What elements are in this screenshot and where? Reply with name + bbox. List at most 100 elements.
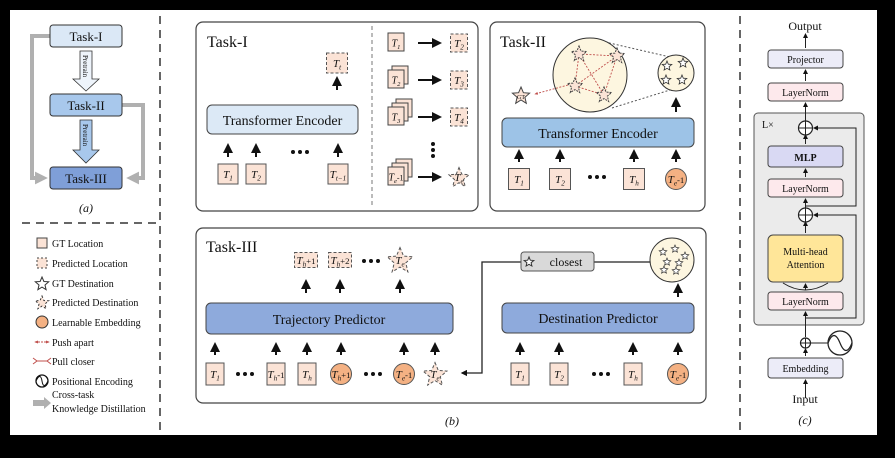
destination-input-token-shape — [510, 362, 530, 386]
task2-input-token-shape — [549, 168, 571, 190]
destination-input-token-shape — [667, 363, 689, 385]
task1-vertical-ellipsis — [431, 148, 435, 152]
token-base: T — [392, 113, 399, 124]
task2-box — [49, 93, 123, 117]
trajectory-input-token-label: Te — [430, 369, 440, 383]
token-suffix: -1 — [397, 174, 404, 183]
attention-box — [767, 234, 844, 283]
token-base: T — [396, 369, 403, 381]
projector-box — [767, 49, 844, 69]
pretrain-label-2: Pretrain — [81, 124, 89, 147]
task1-ellipsis — [298, 150, 302, 154]
task2-ellipsis — [602, 175, 606, 179]
trajectory-input-token-shape — [266, 362, 286, 386]
legend-label: Pull closer — [52, 357, 95, 368]
token-suffix: +2 — [340, 256, 349, 266]
task1-vertical-ellipsis — [431, 154, 435, 158]
legend-label: Predicted Destination — [52, 298, 138, 309]
destination-ellipsis — [606, 372, 610, 376]
trajectory-input-token-label: Te-1 — [396, 369, 413, 383]
token-subscript: e — [460, 178, 464, 186]
task1-ellipsis — [305, 150, 309, 154]
token-base: T — [454, 172, 461, 184]
destination-ellipsis — [592, 372, 596, 376]
trajectory-input-token-label: Th — [302, 369, 312, 383]
task3-output-ellipsis — [362, 259, 366, 263]
distill-arrow-2-3 — [122, 103, 145, 185]
token-subscript: 2 — [397, 81, 401, 88]
cluster-star — [676, 73, 688, 85]
legend-label: GT Destination — [52, 279, 114, 290]
token-base: T — [430, 369, 437, 381]
closest-star-icon — [522, 255, 536, 268]
token-base: T — [388, 173, 395, 184]
task2-input-token-label: Th — [629, 174, 639, 188]
token-base: T — [668, 174, 675, 186]
panel-c: Output Projector LayerNorm L× MLP LayerN… — [753, 19, 865, 427]
pretrain-label-1: Pretrain — [81, 55, 89, 78]
token-subscript: 1 — [397, 44, 400, 51]
token-subscript: h — [274, 375, 278, 383]
task2-ellipsis — [588, 175, 592, 179]
closest-label: closest — [550, 255, 583, 269]
pull-closer-icon — [32, 357, 52, 365]
token-subscript: t−1 — [336, 175, 346, 183]
pull-closer-arrow — [534, 84, 569, 95]
task1-input-token-shape — [327, 163, 349, 185]
input-label: Input — [792, 392, 818, 406]
layernorm-top-label: LayerNorm — [782, 88, 829, 99]
projector-label: Projector — [787, 55, 824, 66]
legend-label: Cross-task — [52, 390, 94, 401]
token-subscript: e — [676, 375, 680, 383]
layernorm-mid-label: LayerNorm — [782, 184, 829, 195]
destination-predictor — [501, 302, 695, 334]
token-base: T — [267, 369, 274, 381]
task3-output-token-label: Th+1 — [296, 255, 315, 269]
task1-box — [49, 24, 123, 48]
task1-encoder — [206, 104, 359, 135]
token-subscript: h — [337, 261, 341, 269]
trajectory-input-token-shape — [205, 362, 225, 386]
trajectory-input-token-label: Th+1 — [331, 369, 350, 383]
sine-wave-icon — [35, 376, 49, 386]
cluster-star — [677, 56, 689, 68]
predicted-destination-star-icon — [34, 294, 50, 310]
gt-destination-star — [511, 85, 531, 105]
destination-embedding-star — [570, 44, 588, 62]
task3-output-token-label: Th+2 — [330, 255, 349, 269]
token-base: T — [395, 255, 402, 267]
token-base: T — [454, 75, 461, 87]
closest-selection-line — [462, 261, 650, 373]
sine-wave-icon — [827, 334, 853, 352]
predicted-destination-star — [658, 247, 668, 256]
gt-location-icon — [36, 237, 48, 249]
predicted-destination-star — [671, 266, 681, 275]
task1-input-token-label: Tt−1 — [330, 169, 347, 183]
trajectory-ellipsis-1 — [236, 372, 240, 376]
trajectory-input-token-shape — [330, 363, 352, 385]
token-base: T — [555, 174, 562, 186]
zoom-line-top — [604, 41, 671, 58]
cluster-star — [660, 73, 672, 85]
token-subscript: h — [635, 180, 639, 188]
task2-input-token-shape — [508, 168, 530, 190]
token-base: T — [333, 58, 340, 70]
destination-embedding-star — [566, 76, 584, 94]
task1-ellipsis — [291, 150, 295, 154]
legend-item: Predicted Destination — [34, 294, 138, 310]
legend-label: Push apart — [52, 338, 94, 349]
predicted-destination-star — [670, 244, 680, 253]
task1-output-token-shape — [326, 52, 348, 74]
task1-encoder-label: Transformer Encoder — [223, 114, 343, 129]
task3-panel: Task-III Trajectory Predictor Destinatio… — [195, 227, 707, 428]
task2-input-token-shape — [623, 168, 645, 190]
legend-label-2: Knowledge Distillation — [52, 404, 146, 415]
autoregressive-output-token-label: T3 — [454, 75, 464, 89]
legend-label: GT Location — [52, 239, 103, 250]
token-subscript: h — [634, 375, 638, 383]
task2-input-token-label: T2 — [555, 174, 565, 188]
token-suffix: +1 — [341, 370, 350, 380]
